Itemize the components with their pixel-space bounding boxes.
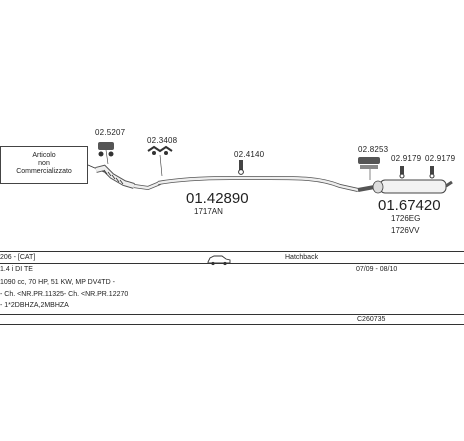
rear-silencer xyxy=(357,179,453,194)
reference-code: C260735 xyxy=(357,316,386,323)
main-part-sub-rear-2: 1726VV xyxy=(391,226,420,235)
table-line-3 xyxy=(0,314,464,315)
clamp-icon xyxy=(98,142,114,165)
part-code-clamp: 02.5207 xyxy=(95,128,126,137)
vehicle-notes-2: - 1*2DBHZA,2MBHZA xyxy=(0,302,69,309)
part-code-hanger-3: 02.9179 xyxy=(425,154,456,163)
not-available-note: Articolo non Commercializzato xyxy=(0,146,88,184)
part-code-hanger-2: 02.9179 xyxy=(391,154,422,163)
vehicle-model: 206 - [CAT] xyxy=(0,254,36,261)
clamp-icon-2 xyxy=(358,157,380,180)
vehicle-spec: 1090 cc, 70 HP, 51 KW, MP DV4TD - xyxy=(0,279,115,286)
main-part-sub-rear-1: 1726EG xyxy=(391,214,421,223)
center-pipe xyxy=(157,176,359,192)
note-line-2: non xyxy=(38,160,50,167)
vehicle-notes-1: - Ch. <NR.PR.11325- Ch. <NR.PR.12270 xyxy=(0,291,129,298)
part-code-mount: 02.3408 xyxy=(147,136,178,145)
vehicle-engine: 1.4 i DI TE xyxy=(0,266,33,273)
table-line-2 xyxy=(0,263,464,264)
part-code-clamp-2: 02.8253 xyxy=(358,145,389,154)
note-line-3: Commercializzato xyxy=(16,168,72,175)
hanger-icon-2 xyxy=(399,166,405,179)
main-part-code-center: 01.42890 xyxy=(186,190,249,207)
vehicle-years: 07/09 - 08/10 xyxy=(356,266,398,273)
main-part-sub-center: 1717AN xyxy=(194,207,223,216)
table-line-1 xyxy=(0,251,464,252)
rubber-mount-icon xyxy=(147,145,173,177)
hanger-icon xyxy=(238,160,244,175)
vehicle-body: Hatchback xyxy=(285,254,319,261)
main-part-code-rear: 01.67420 xyxy=(378,197,441,214)
front-pipe xyxy=(95,164,161,191)
note-line-1: Articolo xyxy=(32,152,56,159)
part-code-hanger: 02.4140 xyxy=(234,150,265,159)
table-line-4 xyxy=(0,324,464,325)
hanger-icon-3 xyxy=(429,166,435,179)
